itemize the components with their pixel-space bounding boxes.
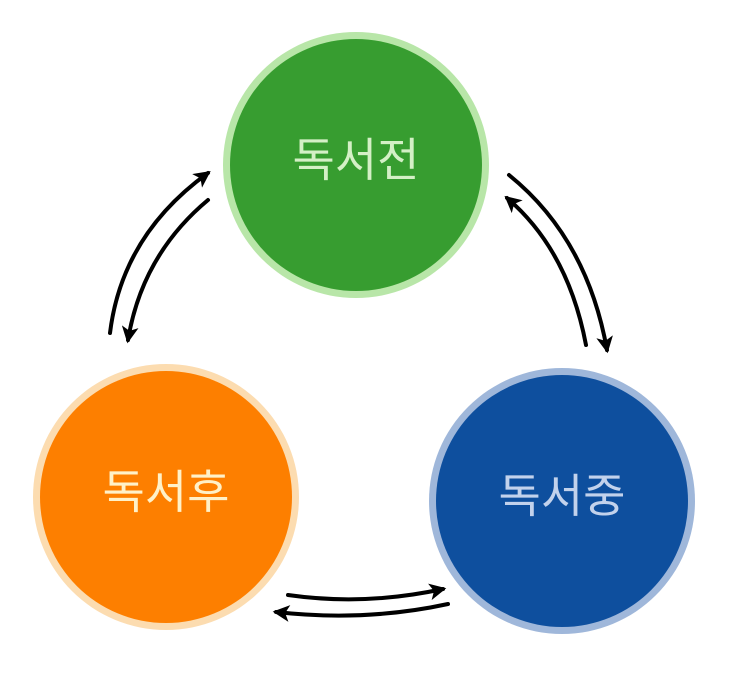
arrow-before-to-after <box>121 198 210 344</box>
node-after-reading: 독서후 <box>33 364 299 630</box>
node-before-reading-label: 독서전 <box>293 133 420 187</box>
arrow-before-to-during <box>507 173 613 354</box>
node-before-reading: 독서전 <box>223 32 489 298</box>
node-after-reading-circle <box>40 371 292 623</box>
node-during-reading-circle <box>436 375 688 627</box>
arrow-during-to-after <box>272 602 450 622</box>
node-before-reading-circle <box>230 39 482 291</box>
arrow-after-to-during <box>286 583 447 602</box>
arrow-during-to-before <box>504 195 588 347</box>
arrow-after-to-before <box>108 171 211 335</box>
node-after-reading-label: 독서후 <box>103 465 230 519</box>
node-during-reading-label: 독서중 <box>499 469 626 523</box>
node-during-reading: 독서중 <box>429 368 695 634</box>
